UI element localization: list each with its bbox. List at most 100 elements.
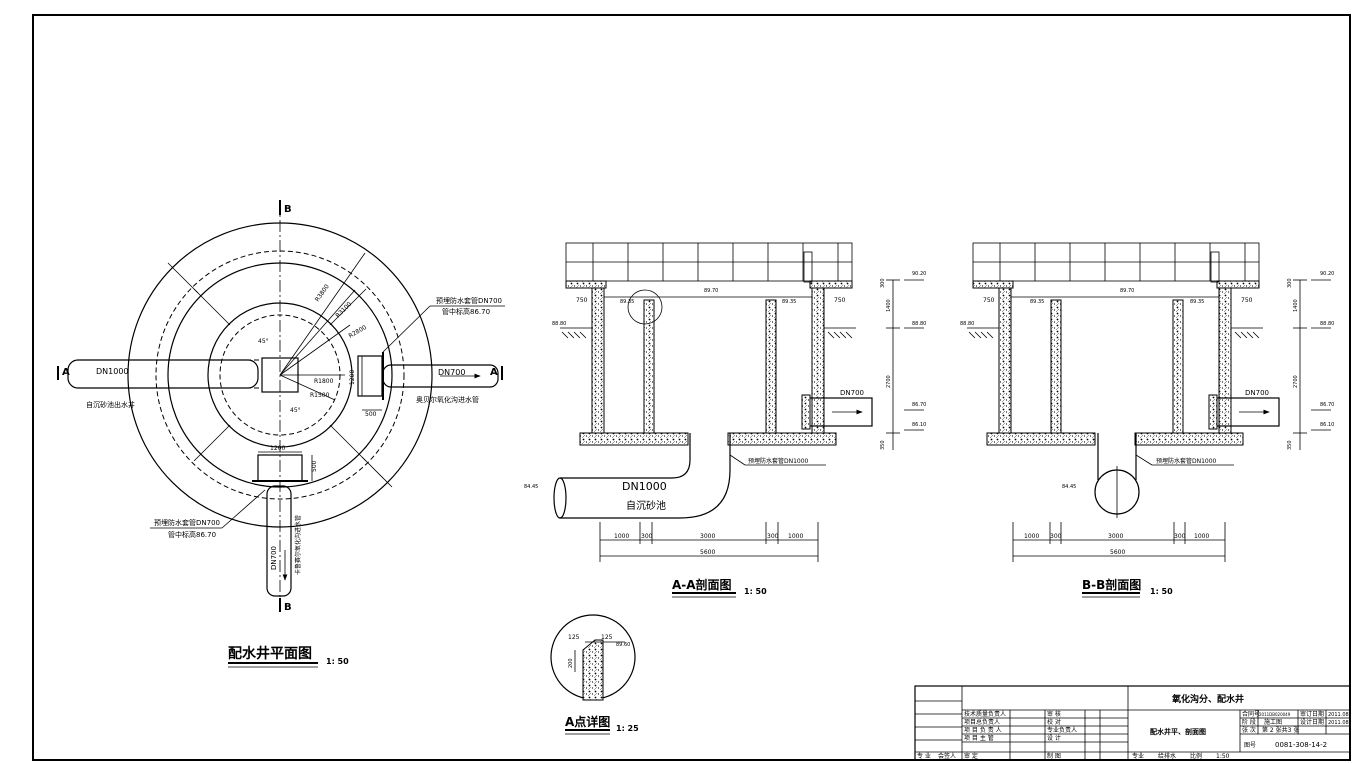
aa-dim-b4: 300 xyxy=(767,533,779,540)
aa-scale: 1: 50 xyxy=(744,587,767,596)
aa-level-5: 88.80 xyxy=(552,321,566,327)
bb-dim-b1: 1000 xyxy=(1024,533,1039,540)
bb-dim-1400: 1400 xyxy=(1293,299,1299,312)
aa-level-3: 89.35 xyxy=(620,299,634,305)
plan-pipe-down-label: DN700 xyxy=(270,546,278,570)
plan-pipe-left-note: 自沉砂池出水井 xyxy=(86,400,135,409)
aa-level-4: 89.35 xyxy=(782,299,796,305)
plan-sleeve-right: 预埋防水套管DN700 xyxy=(436,296,502,305)
tb-sheet: 张 次 xyxy=(1242,726,1256,734)
section-bb: 90.20 89.70 89.35 89.35 88.80 88.80 86.7… xyxy=(960,242,1334,598)
tb-role-l3: 项 目 负 责 人 xyxy=(964,726,1002,734)
aa-level-6: 86.70 xyxy=(912,402,926,408)
tb-design-date: 设计日期 xyxy=(1300,718,1324,726)
bb-title: B-B剖面图 xyxy=(1082,577,1141,592)
plan-radius-4: R1800 xyxy=(314,378,334,385)
tb-stage: 阶 段 xyxy=(1242,718,1256,726)
bb-level-1: 90.20 xyxy=(1320,271,1334,277)
bb-level-2: 89.70 xyxy=(1120,288,1134,294)
bb-dim-2700: 2700 xyxy=(1293,375,1299,388)
bb-level-8: 84.45 xyxy=(1062,484,1076,490)
aa-dim-350: 350 xyxy=(880,440,886,450)
plan-angle-1: 45° xyxy=(258,338,269,345)
aa-dim-b3: 3000 xyxy=(700,533,715,540)
plan-pipe-right-note: 奥贝尔氧化沟进水管 xyxy=(416,395,479,404)
detail-level: 89.60 xyxy=(616,642,630,648)
plan-pipe-left-label: DN1000 xyxy=(96,367,129,376)
tb-bottom-4: 1:50 xyxy=(1216,753,1230,760)
sheet-border xyxy=(32,14,1351,761)
tb-stage-val: 施工图 xyxy=(1264,718,1282,726)
tb-bottom-left-2: 会签人 xyxy=(938,752,956,760)
aa-level-5b: 88.80 xyxy=(912,321,926,327)
tb-date2: 2011.08 xyxy=(1328,720,1349,726)
plan-mark-a-left: A xyxy=(62,367,70,378)
detail-scale: 1: 25 xyxy=(616,724,639,733)
tb-drawing-label: 图号 xyxy=(1244,742,1256,749)
tb-role-l1: 技术质量负责人 xyxy=(964,710,1006,718)
bb-level-6: 86.70 xyxy=(1320,402,1334,408)
aa-dim-750-right: 750 xyxy=(834,297,846,304)
plan-mark-b-top: B xyxy=(284,204,292,215)
tb-role-m5: 制 图 xyxy=(1047,752,1061,760)
tb-contract-val: 2011DB020049 xyxy=(1259,712,1291,717)
tb-contract: 合同号 xyxy=(1242,710,1260,718)
bb-pipe-small: DN700 xyxy=(1245,389,1269,397)
tb-role-l2: 项目总负责人 xyxy=(964,718,1000,726)
plan-title: 配水井平面图 xyxy=(228,645,312,662)
bb-level-5b: 88.80 xyxy=(1320,321,1334,327)
plan-radius-5: R1500 xyxy=(310,392,330,399)
tb-bottom-1: 专业 xyxy=(1132,752,1144,760)
aa-dim-1400: 1400 xyxy=(886,299,892,312)
tb-role-m2: 校 对 xyxy=(1047,718,1061,726)
aa-pipe-big-note: 自沉砂池 xyxy=(626,499,666,512)
detail-dim-1: 125 xyxy=(568,634,580,641)
plan-pipe-down-note: 卡鲁赛尔氧化沟进水管 xyxy=(294,515,302,575)
tb-sheet-val: 第 2 张共3 张 xyxy=(1262,726,1299,734)
aa-level-8: 84.45 xyxy=(524,484,538,490)
tb-role-l5: 审 定 xyxy=(964,752,978,760)
tb-project: 氧化沟分、配水井 xyxy=(1171,693,1244,705)
bb-dim-b2: 300 xyxy=(1050,533,1062,540)
bb-dim-total: 5600 xyxy=(1110,549,1125,556)
bb-dim-350: 350 xyxy=(1287,440,1293,450)
plan-radius-1: R3800 xyxy=(314,283,331,303)
plan-dim-3: 1200 xyxy=(349,370,356,385)
aa-dim-300: 300 xyxy=(880,278,886,288)
plan-scale: 1: 50 xyxy=(326,657,349,666)
plan-mark-a-right: A xyxy=(490,367,498,378)
bb-scale: 1: 50 xyxy=(1150,587,1173,596)
plan-mark-b-bottom: B xyxy=(284,602,292,613)
aa-dim-total: 5600 xyxy=(700,549,715,556)
aa-dim-b1: 1000 xyxy=(614,533,629,540)
aa-dim-750-left: 750 xyxy=(576,297,588,304)
tb-role-m1: 审 核 xyxy=(1047,710,1061,718)
bb-level-3: 89.35 xyxy=(1030,299,1044,305)
detail-dim-3: 200 xyxy=(568,658,574,668)
aa-sleeve: 预埋防水套管DN1000 xyxy=(748,457,809,465)
tb-bottom-2: 给排水 xyxy=(1158,752,1176,760)
detail-dim-2: 125 xyxy=(601,634,613,641)
aa-level-7: 86.10 xyxy=(912,422,926,428)
detail-title: A点详图 xyxy=(565,714,610,729)
aa-title: A-A剖面图 xyxy=(672,577,732,592)
tb-drawing: 配水井平、剖面图 xyxy=(1150,727,1206,736)
tb-date1: 2011.08 xyxy=(1328,712,1349,718)
aa-level-1: 90.20 xyxy=(912,271,926,277)
aa-level-2: 89.70 xyxy=(704,288,718,294)
bb-dim-750-left: 750 xyxy=(983,297,995,304)
bb-dim-300: 300 xyxy=(1287,278,1293,288)
tb-review-date: 审订日期 xyxy=(1300,710,1324,718)
section-aa: 90.20 89.70 89.35 89.35 88.80 88.80 86.7… xyxy=(524,242,926,598)
bb-dim-b4: 300 xyxy=(1174,533,1186,540)
aa-pipe-small: DN700 xyxy=(840,389,864,397)
bb-dim-750-right: 750 xyxy=(1241,297,1253,304)
plan-pipe-right-label: DN700 xyxy=(438,368,465,377)
plan-sleeve-down-elev: 管中标高86.70 xyxy=(168,530,216,539)
plan-sleeve-down: 预埋防水套管DN700 xyxy=(154,518,220,527)
plan-angle-2: 45° xyxy=(290,407,301,414)
bb-sleeve: 预埋防水套管DN1000 xyxy=(1156,457,1217,465)
aa-dim-2700: 2700 xyxy=(886,375,892,388)
aa-dim-b2: 300 xyxy=(641,533,653,540)
